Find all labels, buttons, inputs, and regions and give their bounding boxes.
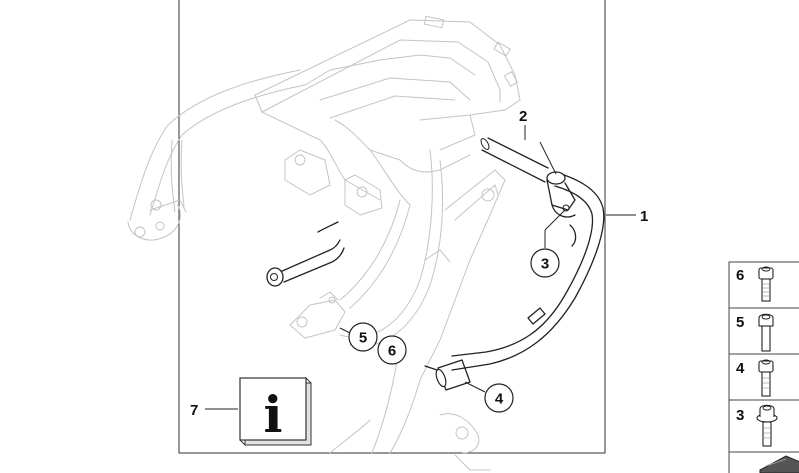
- svg-text:5: 5: [359, 330, 367, 347]
- callout-circle-4: 4: [484, 383, 514, 413]
- grab-handle-part-1: [451, 171, 605, 371]
- svg-text:3: 3: [541, 256, 549, 273]
- diagram-frame: [178, 0, 606, 454]
- callout-circle-3: 3: [530, 248, 560, 278]
- legend-row-6: 6: [736, 266, 774, 302]
- cable-with-end-cap: [266, 221, 345, 287]
- legend-number-6: 6: [736, 267, 744, 284]
- legend-number-4: 4: [736, 360, 745, 377]
- callout-circle-5: 5: [348, 322, 378, 352]
- info-manual-icon: i: [239, 377, 312, 446]
- legend-number-3: 3: [736, 407, 744, 424]
- callout-1: 1: [640, 208, 648, 225]
- svg-text:4: 4: [495, 391, 504, 408]
- svg-text:6: 6: [388, 343, 396, 360]
- legend-row-4: 4: [736, 359, 774, 397]
- cap-screw-icon: [758, 266, 774, 302]
- callout-2: 2: [519, 108, 527, 125]
- legend-row-5: 5: [736, 313, 774, 352]
- rear-frame-ghost: [127, 15, 521, 471]
- legend-row-3: 3: [736, 404, 778, 447]
- info-symbol: i: [264, 385, 283, 444]
- flanged-screw-icon: [756, 404, 778, 447]
- callout-7: 7: [190, 402, 198, 419]
- spacer-sleeve-part-4: [424, 359, 471, 391]
- legend-number-5: 5: [736, 314, 744, 331]
- leader-lines: [205, 125, 636, 410]
- callout-circle-6: 6: [377, 335, 407, 365]
- rail-tube-part-2: [480, 137, 549, 183]
- cap-screw-icon: [758, 359, 774, 397]
- fastener-legend: 6 5 4: [728, 261, 799, 473]
- cap-screw-icon: [758, 313, 774, 352]
